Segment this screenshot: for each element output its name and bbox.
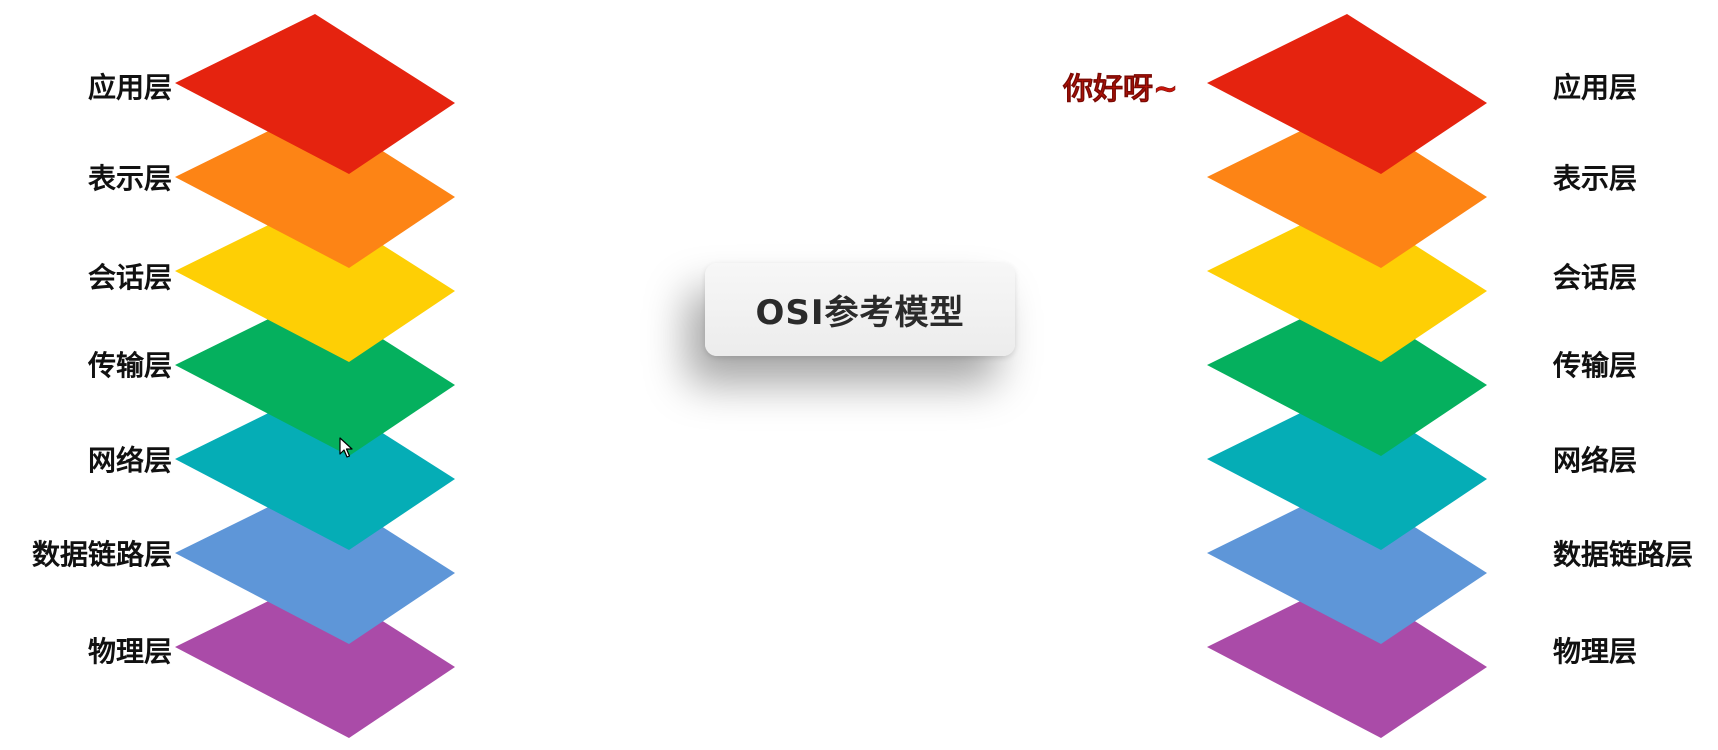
greeting-text: 你好呀~ xyxy=(1062,72,1178,107)
right-layer-label: 应用层 xyxy=(1553,71,1637,104)
right-layer-diamond[interactable] xyxy=(1207,108,1487,268)
right-layer-label: 会话层 xyxy=(1553,261,1637,294)
left-layer-diamond[interactable] xyxy=(175,578,455,738)
right-layer-label: 表示层 xyxy=(1553,162,1637,195)
left-layer-diamond[interactable] xyxy=(175,390,455,550)
right-diamond-group xyxy=(1207,14,1487,738)
left-layer-diamond[interactable] xyxy=(175,296,455,456)
left-layer-label: 应用层 xyxy=(88,71,172,104)
right-layer-diamond[interactable] xyxy=(1207,390,1487,550)
right-layer-label: 网络层 xyxy=(1553,444,1637,477)
left-layer-label: 物理层 xyxy=(88,635,172,668)
mouse-pointer-icon xyxy=(339,437,353,458)
right-layer-diamond[interactable] xyxy=(1207,202,1487,362)
right-layer-diamond[interactable] xyxy=(1207,484,1487,644)
right-layer-diamond[interactable] xyxy=(1207,296,1487,456)
page-title: OSI参考模型 xyxy=(755,293,965,333)
right-layer-label: 物理层 xyxy=(1553,635,1637,668)
left-layer-diamond[interactable] xyxy=(175,202,455,362)
title-card[interactable]: OSI参考模型 xyxy=(705,263,1015,356)
left-layer-label: 网络层 xyxy=(88,444,172,477)
left-layer-diamond[interactable] xyxy=(175,484,455,644)
right-layer-label: 传输层 xyxy=(1552,349,1637,382)
left-layer-diamond[interactable] xyxy=(175,108,455,268)
left-layer-label: 数据链路层 xyxy=(32,538,172,571)
left-diamond-group xyxy=(175,14,455,738)
left-layer-diamond[interactable] xyxy=(175,14,455,174)
right-layer-diamond[interactable] xyxy=(1207,14,1487,174)
left-layer-label: 传输层 xyxy=(87,349,172,382)
right-layer-label: 数据链路层 xyxy=(1553,538,1693,571)
left-layer-label: 会话层 xyxy=(88,261,172,294)
left-layer-label: 表示层 xyxy=(88,162,172,195)
right-layer-diamond[interactable] xyxy=(1207,578,1487,738)
